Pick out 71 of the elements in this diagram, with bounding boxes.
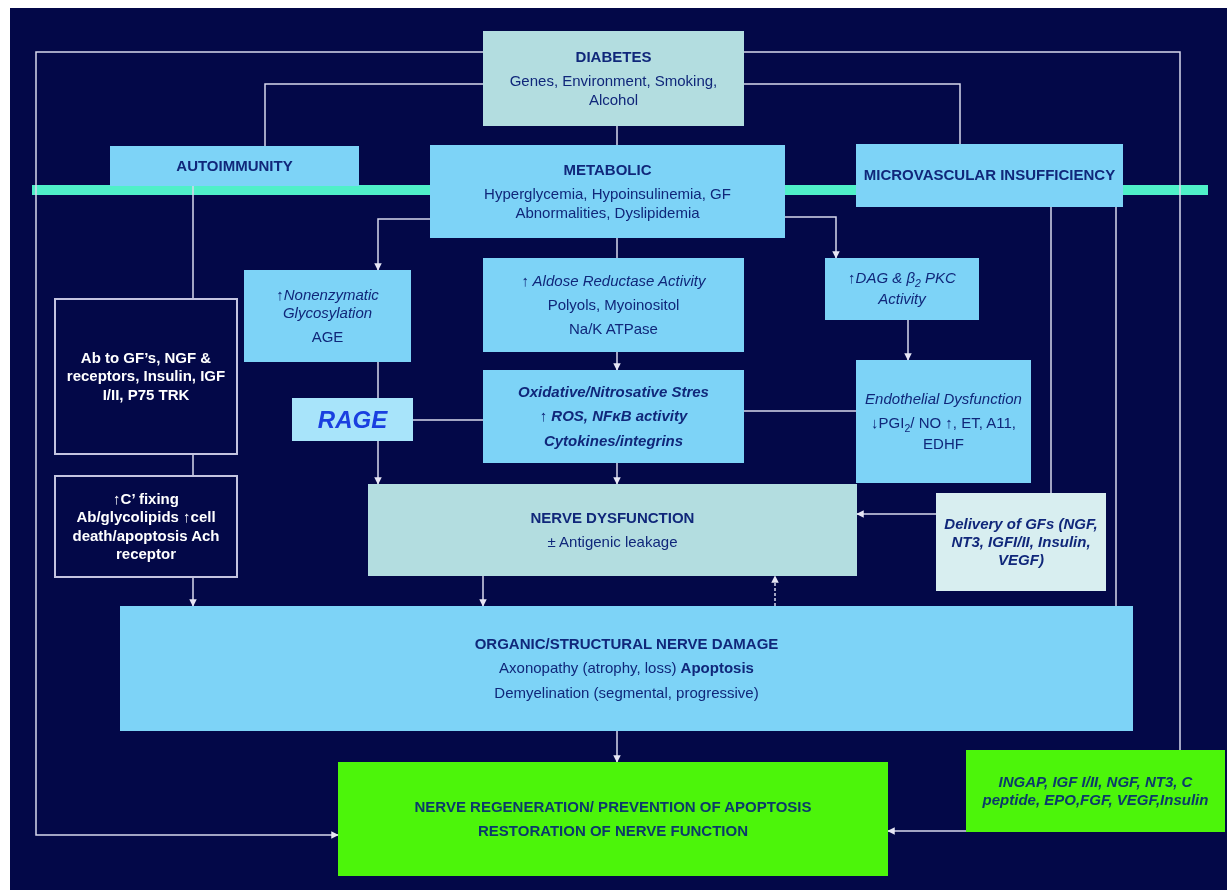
process-box bbox=[856, 360, 1031, 483]
process-box bbox=[368, 484, 857, 576]
node-text: INGAP, IGF I/II, NGF, NT3, C peptide, EPO,FGF, VEGF,Insulin bbox=[981, 772, 1210, 810]
node-text: Polyols, Myoinositol bbox=[547, 295, 680, 315]
connector-line bbox=[856, 510, 937, 518]
process-box bbox=[936, 493, 1106, 591]
node-text: DIABETES bbox=[575, 48, 652, 67]
node-text: Na/K ATPase bbox=[569, 320, 658, 339]
connector-line bbox=[887, 827, 967, 835]
connector-line bbox=[374, 218, 431, 271]
node-text: METABOLIC bbox=[563, 161, 652, 180]
node-text: AUTOIMMUNITY bbox=[176, 156, 293, 176]
outlined-box bbox=[54, 298, 238, 455]
connector-line bbox=[377, 361, 379, 399]
process-box bbox=[856, 144, 1123, 207]
connector-line bbox=[743, 51, 1181, 751]
node-text: MICROVASCULAR INSUFFICIENCY bbox=[863, 166, 1116, 185]
process-box bbox=[120, 606, 1133, 731]
connector-line bbox=[264, 83, 484, 147]
process-box bbox=[483, 370, 744, 463]
connector-line bbox=[374, 440, 382, 485]
connector-line bbox=[192, 454, 194, 476]
process-box bbox=[110, 146, 359, 186]
connector-line bbox=[1050, 206, 1052, 494]
connector-line bbox=[412, 419, 484, 421]
connector-line bbox=[743, 410, 857, 412]
outcome-box bbox=[338, 762, 888, 876]
node-text: ↑DAG & β$_{2}$ PKC Activity bbox=[847, 269, 957, 309]
node-text: ↑Nonenzymatic Glycosylation bbox=[275, 285, 380, 323]
connector-line bbox=[613, 462, 621, 485]
node-text: NERVE DYSFUNCTION bbox=[530, 508, 695, 527]
outcome-box bbox=[966, 750, 1225, 832]
connector-line bbox=[613, 730, 621, 763]
node-text: Hyperglycemia, Hypoinsulinemia, GF Abnormalities, Dyslipidemia bbox=[483, 185, 732, 222]
connector-line bbox=[1115, 206, 1117, 607]
node-text: Axonopathy (atrophy, loss) Apoptosis bbox=[499, 659, 754, 678]
process-box bbox=[292, 398, 413, 441]
node-text: Ab to GF’s, NGF & receptors, Insulin, IGF I/II, P75 TRK bbox=[65, 349, 227, 404]
node-text: Demyelination (segmental, progressive) bbox=[494, 683, 759, 702]
connector-line bbox=[35, 51, 484, 839]
node-text: ↑ Aldose Reductase Activity bbox=[521, 271, 706, 290]
node-text: ORGANIC/STRUCTURAL NERVE DAMAGE bbox=[474, 635, 779, 654]
connector-line bbox=[192, 185, 194, 299]
node-text: Cytokines/integrins bbox=[543, 431, 684, 450]
node-text: Genes, Environment, Smoking, Alcohol bbox=[508, 72, 719, 109]
connector-line bbox=[771, 575, 779, 607]
connector-line bbox=[479, 575, 487, 607]
node-text: RAGE bbox=[317, 404, 388, 435]
connector-line bbox=[784, 216, 840, 259]
node-text: Delivery of GFs (NGF, NT3, IGFI/II, Insulin, VEGF) bbox=[943, 514, 1099, 570]
process-box bbox=[483, 258, 744, 352]
process-box bbox=[244, 270, 411, 362]
node-text: ↑C’ fixing Ab/glycolipids ↑cell death/apoptosis Ach receptor bbox=[71, 489, 221, 564]
connector-line bbox=[616, 237, 618, 259]
node-text: ± Antigenic leakage bbox=[547, 533, 678, 552]
node-text: Endothelial Dysfunction bbox=[865, 389, 1022, 409]
node-text: RESTORATION OF NERVE FUNCTION bbox=[478, 822, 748, 841]
connector-line bbox=[743, 83, 961, 145]
node-text: NERVE REGENERATION/ PREVENTION OF APOPTOSIS bbox=[414, 797, 812, 816]
connector-line bbox=[616, 125, 618, 146]
process-box bbox=[430, 145, 785, 238]
process-box bbox=[483, 31, 744, 126]
process-box bbox=[825, 258, 979, 320]
connector-line bbox=[189, 577, 197, 607]
node-text: ↑ ROS, NFκB activity bbox=[539, 407, 688, 426]
node-text: Oxidative/Nitrosative Stres bbox=[518, 383, 709, 402]
node-text: AGE bbox=[311, 328, 344, 347]
outlined-box bbox=[54, 475, 238, 578]
node-text: ↓PGI$_{2}$/ NO ↑, ET, A11, EDHF bbox=[870, 414, 1017, 454]
connector-line bbox=[613, 351, 621, 371]
connector-line bbox=[904, 319, 912, 361]
